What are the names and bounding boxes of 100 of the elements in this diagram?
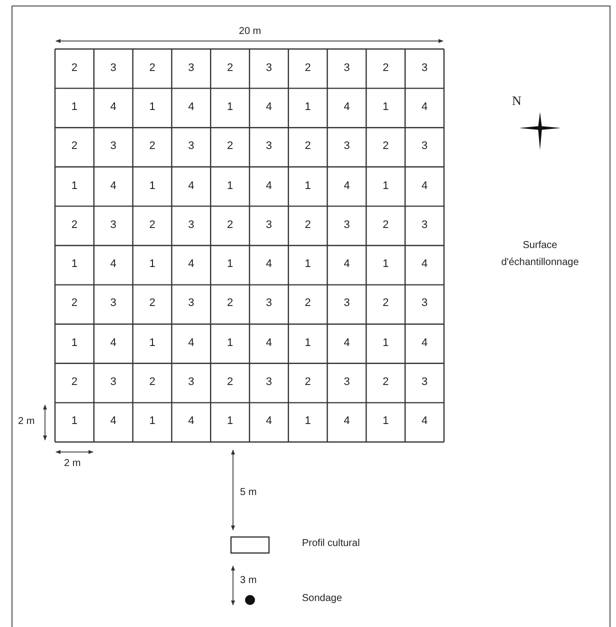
plot-number: 4 bbox=[109, 180, 118, 193]
plot-number: 3 bbox=[264, 218, 273, 232]
plot-number: 1 bbox=[148, 100, 156, 114]
plot-number: 3 bbox=[342, 140, 351, 154]
plot-number: 4 bbox=[187, 258, 196, 272]
plot-number: 3 bbox=[187, 62, 196, 75]
plot-number: 2 bbox=[382, 218, 390, 232]
plot-number: 1 bbox=[304, 336, 312, 350]
plot-number: 1 bbox=[382, 415, 390, 428]
plot-number: 2 bbox=[70, 62, 78, 75]
plot-number: 1 bbox=[148, 415, 156, 428]
plot-number: 4 bbox=[264, 180, 273, 193]
plot-number: 2 bbox=[148, 62, 156, 75]
plot-number: 3 bbox=[342, 297, 351, 310]
plot-number: 2 bbox=[226, 140, 234, 154]
plot-number: 1 bbox=[70, 258, 78, 272]
legend-label: Profil cultural bbox=[302, 538, 360, 550]
plot-number: 4 bbox=[109, 415, 118, 428]
plot-number: 2 bbox=[70, 140, 78, 154]
plot-number: 2 bbox=[226, 62, 234, 75]
plot-number: 4 bbox=[264, 100, 273, 114]
dimension-label: 2 m bbox=[64, 458, 81, 470]
plot-number: 1 bbox=[226, 180, 234, 193]
plot-number: 4 bbox=[187, 415, 196, 428]
plot-number: 2 bbox=[148, 376, 156, 390]
plot-number: 1 bbox=[148, 336, 156, 350]
plot-number: 1 bbox=[148, 258, 156, 272]
plot-number: 3 bbox=[420, 140, 429, 154]
plot-number: 3 bbox=[342, 376, 351, 390]
plot-number: 2 bbox=[148, 218, 156, 232]
plot-number: 4 bbox=[187, 100, 196, 114]
plot-number: 1 bbox=[382, 180, 390, 193]
plot-number: 4 bbox=[187, 336, 196, 350]
north-label: N bbox=[512, 95, 522, 107]
plot-number: 3 bbox=[264, 140, 273, 154]
plot-number: 1 bbox=[226, 415, 234, 428]
area-caption: Surface d'échantillonnage bbox=[500, 239, 580, 270]
plot-number: 2 bbox=[304, 297, 312, 310]
plot-number: 4 bbox=[109, 100, 118, 114]
plot-number: 2 bbox=[304, 140, 312, 154]
plot-number: 2 bbox=[148, 140, 156, 154]
plot-number: 4 bbox=[420, 100, 429, 114]
plot-number: 1 bbox=[304, 415, 312, 428]
plot-number: 2 bbox=[304, 376, 312, 390]
plot-number: 4 bbox=[109, 258, 118, 272]
plot-number: 3 bbox=[109, 376, 118, 390]
plot-number: 2 bbox=[70, 218, 78, 232]
plot-number: 2 bbox=[70, 297, 78, 310]
plot-number: 3 bbox=[420, 218, 429, 232]
plot-number: 1 bbox=[226, 100, 234, 114]
plot-number: 3 bbox=[187, 140, 196, 154]
plot-number: 3 bbox=[342, 62, 351, 75]
plot-number: 2 bbox=[226, 297, 234, 310]
plot-number: 4 bbox=[264, 336, 273, 350]
plot-number: 2 bbox=[148, 297, 156, 310]
plot-number: 2 bbox=[70, 376, 78, 390]
plot-number: 2 bbox=[382, 297, 390, 310]
plot-number: 4 bbox=[342, 180, 351, 193]
plot-number: 3 bbox=[420, 297, 429, 310]
plot-number: 2 bbox=[382, 140, 390, 154]
plot-number: 3 bbox=[109, 218, 118, 232]
plot-number: 4 bbox=[264, 258, 273, 272]
plot-number: 2 bbox=[382, 376, 390, 390]
plot-number: 4 bbox=[420, 180, 429, 193]
plot-number: 1 bbox=[382, 258, 390, 272]
plot-number: 2 bbox=[226, 218, 234, 232]
plot-number: 1 bbox=[148, 180, 156, 193]
plot-number: 4 bbox=[420, 258, 429, 272]
plot-number: 4 bbox=[187, 180, 196, 193]
plot-number: 4 bbox=[342, 100, 351, 114]
plot-number: 1 bbox=[304, 258, 312, 272]
plot-number: 4 bbox=[342, 336, 351, 350]
plot-number: 3 bbox=[264, 376, 273, 390]
plot-number: 3 bbox=[109, 140, 118, 154]
plot-number: 4 bbox=[420, 415, 429, 428]
plot-number: 2 bbox=[304, 218, 312, 232]
plot-number: 2 bbox=[304, 62, 312, 75]
plot-number: 4 bbox=[264, 415, 273, 428]
plot-number: 3 bbox=[264, 297, 273, 310]
plot-number: 1 bbox=[70, 415, 78, 428]
dimension-label: 20 m bbox=[238, 26, 262, 38]
plot-number: 4 bbox=[109, 336, 118, 350]
plot-number: 2 bbox=[226, 376, 234, 390]
plot-number: 3 bbox=[187, 297, 196, 310]
plot-number: 3 bbox=[420, 376, 429, 390]
plot-number: 1 bbox=[226, 336, 234, 350]
plot-number: 4 bbox=[342, 415, 351, 428]
plot-number: 1 bbox=[70, 180, 78, 193]
plot-number: 1 bbox=[304, 180, 312, 193]
dimension-label: 2 m bbox=[18, 416, 35, 428]
plot-number: 1 bbox=[382, 336, 390, 350]
dimension-label: 3 m bbox=[240, 575, 257, 587]
plot-number: 1 bbox=[70, 336, 78, 350]
plot-number: 3 bbox=[264, 62, 273, 75]
plot-number: 3 bbox=[187, 218, 196, 232]
legend-label: Sondage bbox=[302, 593, 342, 605]
plot-number: 4 bbox=[342, 258, 351, 272]
plot-number: 3 bbox=[342, 218, 351, 232]
plot-number: 3 bbox=[109, 62, 118, 75]
plot-number: 3 bbox=[109, 297, 118, 310]
